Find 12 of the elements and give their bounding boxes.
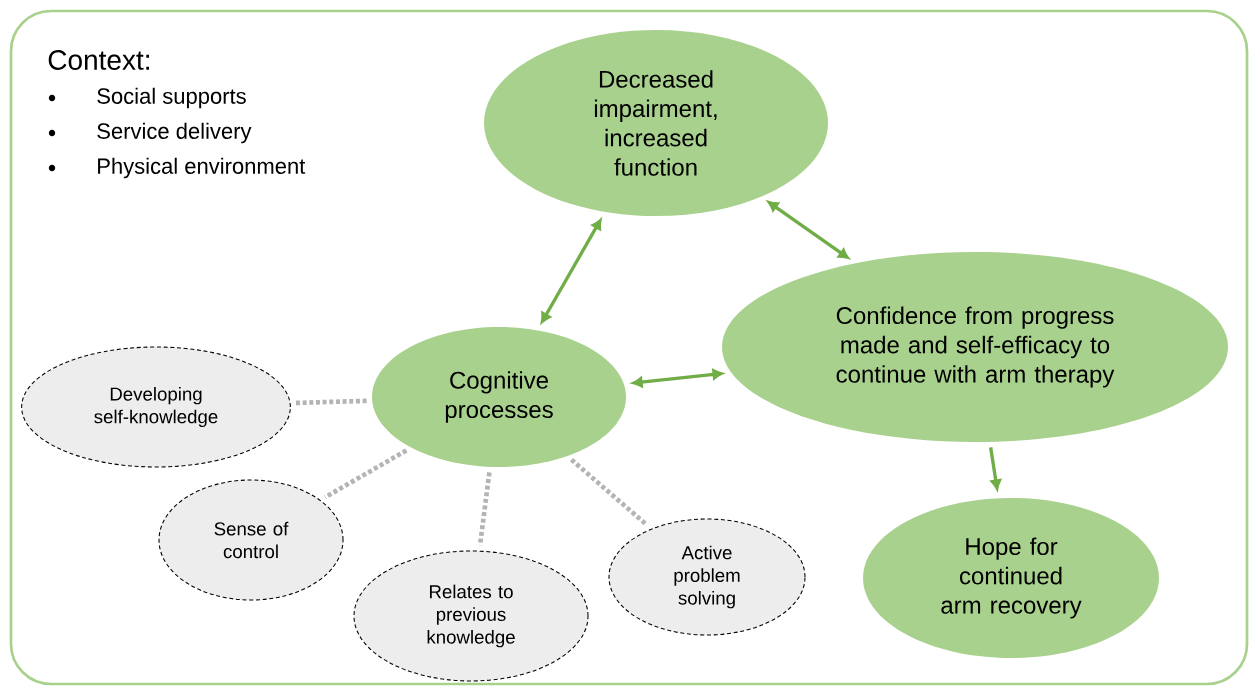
- bullet-item: Social supports: [48, 87, 246, 109]
- connector: [477, 472, 492, 546]
- bullet-item: Physical environment: [48, 157, 306, 179]
- arrow: [767, 201, 849, 259]
- arrow: [989, 447, 1002, 490]
- connector: [323, 448, 408, 500]
- arrow: [632, 369, 723, 388]
- arrow: [540, 219, 602, 324]
- heading: Context:: [48, 50, 149, 70]
- bullet-item: Service delivery: [48, 122, 252, 144]
- connector: [295, 398, 367, 406]
- connector: [569, 457, 649, 528]
